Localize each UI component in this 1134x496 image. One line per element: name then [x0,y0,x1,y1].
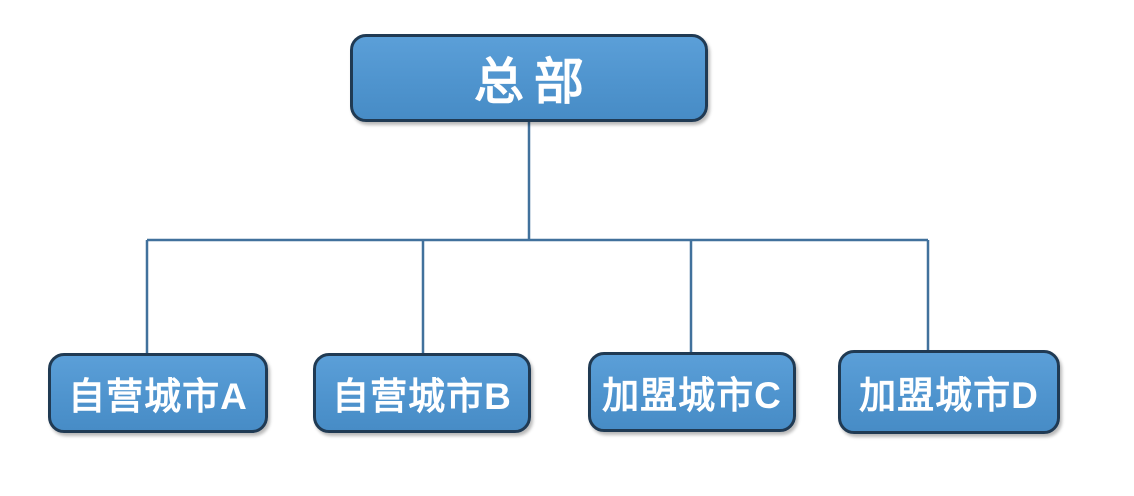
node-self-operated-city-a: 自营城市A [48,353,268,433]
node-franchise-city-c-label: 加盟城市C [602,375,782,416]
node-self-operated-city-b: 自营城市B [313,353,531,433]
node-self-operated-city-b-label: 自营城市B [332,376,512,417]
node-franchise-city-c: 加盟城市C [588,352,796,432]
node-self-operated-city-a-label: 自营城市A [68,376,248,417]
node-headquarters: 总部 [350,34,708,122]
node-franchise-city-d: 加盟城市D [838,350,1060,434]
node-headquarters-label: 总部 [474,54,594,110]
node-franchise-city-d-label: 加盟城市D [859,375,1039,416]
